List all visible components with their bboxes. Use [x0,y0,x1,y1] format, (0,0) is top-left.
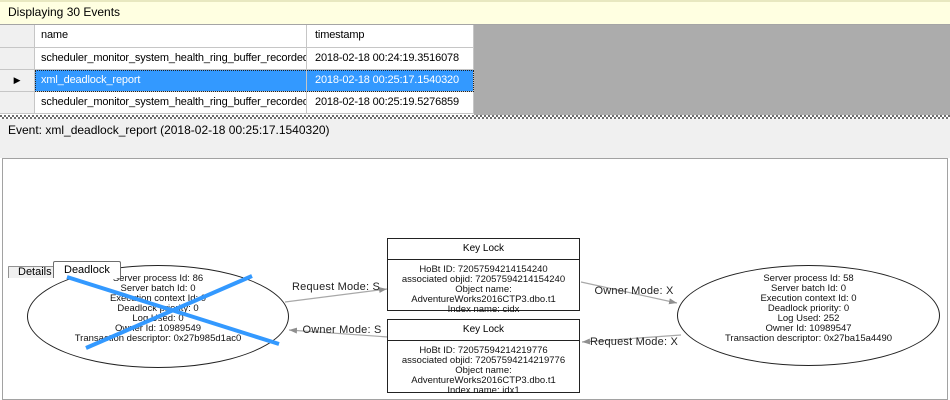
process-line: Transaction descriptor: 0x27b985d1ac0 [74,333,242,344]
grid-panel-splitter[interactable] [0,115,950,119]
tab-deadlock[interactable]: Deadlock [53,261,121,278]
grid-corner-cell [0,25,35,48]
cell-name: scheduler_monitor_system_health_ring_buf… [35,92,307,114]
cell-timestamp: 2018-02-18 00:25:19.5276859 [307,92,474,114]
lock-line: Object name: AdventureWorks2016CTP3.dbo.… [411,365,556,386]
table-row-selected[interactable]: ▶ xml_deadlock_report 2018-02-18 00:25:1… [0,70,474,92]
edge-request-s-line [284,287,388,303]
event-info-bar: Event: xml_deadlock_report (2018-02-18 0… [0,119,950,278]
cell-name: scheduler_monitor_system_health_ring_buf… [35,48,307,70]
column-header-name[interactable]: name [35,25,307,48]
column-header-timestamp[interactable]: timestamp [307,25,474,48]
process-line: Server batch Id: 0 [771,283,846,294]
lock-line: Object name: AdventureWorks2016CTP3.dbo.… [411,284,556,305]
process-node-victim[interactable]: Server process Id: 86 Server batch Id: 0… [27,265,289,368]
process-line: Transaction descriptor: 0x27ba15a4490 [724,333,893,344]
lock-line: Index name: idx1 [447,385,520,396]
cell-timestamp: 2018-02-18 00:25:17.1540320 [307,70,474,92]
lock-line: HoBt ID: 72057594214219776 [419,345,548,356]
process-line: Server process Id: 58 [763,273,854,284]
lock-line: associated objid: 72057594214154240 [401,274,566,285]
table-row[interactable]: scheduler_monitor_system_health_ring_buf… [0,92,474,114]
key-lock-node-bottom[interactable]: Key Lock HoBt ID: 72057594214219776 asso… [387,319,580,396]
key-lock-node-top[interactable]: Key Lock HoBt ID: 72057594214154240 asso… [387,238,580,315]
edge-owner-s-line [288,327,389,338]
deadlock-graph-panel: Server process Id: 86 Server batch Id: 0… [2,158,948,400]
edge-request-x-line [581,334,682,345]
edge-label-request-mode-x: Request Mode: X [590,336,678,348]
deadlock-edges-layer [284,281,682,345]
row-header-cell [0,92,35,114]
edge-owner-x-line [580,281,678,305]
current-row-indicator: ▶ [0,70,35,92]
status-bar-text: Displaying 30 Events [8,5,121,19]
key-lock-title: Key Lock [388,239,579,260]
cell-timestamp: 2018-02-18 00:24:19.3516078 [307,48,474,70]
events-grid: name timestamp scheduler_monitor_system_… [0,25,474,114]
table-row[interactable]: scheduler_monitor_system_health_ring_buf… [0,48,474,70]
row-header-cell [0,48,35,70]
key-lock-title: Key Lock [388,320,579,341]
grid-empty-area [474,25,950,115]
process-line: Owner Id: 10989547 [765,323,852,334]
edge-label-request-mode-s: Request Mode: S [292,281,380,293]
edge-label-owner-mode-s: Owner Mode: S [302,324,382,336]
lock-line: HoBt ID: 72057594214154240 [419,264,548,275]
selected-event-label: Event: xml_deadlock_report (2018-02-18 0… [8,123,330,137]
edge-label-owner-mode-x: Owner Mode: X [594,285,674,297]
grid-header-row: name timestamp [0,25,474,48]
cell-name: xml_deadlock_report [35,70,307,92]
process-line: Log Used: 252 [777,313,840,324]
process-line: Deadlock priority: 0 [767,303,850,314]
process-line: Execution context Id: 0 [760,293,857,304]
process-node[interactable]: Server process Id: 58 Server batch Id: 0… [677,265,940,366]
lock-line: associated objid: 72057594214219776 [401,355,566,366]
status-bar: Displaying 30 Events [0,0,950,25]
lock-line: Index name: cidx [447,304,520,315]
